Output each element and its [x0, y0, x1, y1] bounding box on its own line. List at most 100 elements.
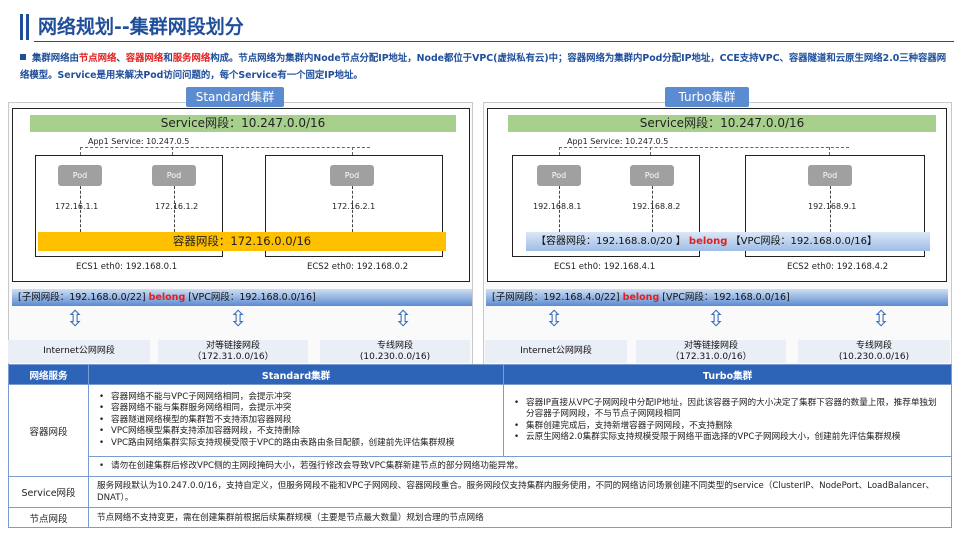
- standard-peering-range: （172.31.0.0/16）: [192, 352, 274, 362]
- standard-pod-1-stem: [80, 186, 81, 232]
- standard-service-link: [80, 147, 370, 148]
- standard-service-bar: Service网段：10.247.0.0/16: [30, 115, 456, 132]
- intro-container-network: 容器网络: [125, 53, 164, 64]
- standard-pod-3: Pod: [330, 165, 374, 186]
- turbo-pod-3: Pod: [808, 165, 852, 186]
- turbo-pod-2: Pod: [630, 165, 674, 186]
- standard-pod-2: Pod: [152, 165, 196, 186]
- list-item: 云原生网络2.0集群实际支持规模受限于网络平面选择的VPC子网网段大小，创建前先…: [514, 432, 943, 444]
- turbo-app-service-label: App1 Service: 10.247.0.5: [567, 137, 669, 146]
- up-down-arrow-icon: ⇳: [707, 307, 726, 332]
- standard-pod-1-ip: 172.16.1.1: [55, 202, 99, 211]
- row-label-service: Service网段: [8, 476, 89, 508]
- standard-dc-net: 专线网段(10.230.0.0/16): [320, 340, 470, 363]
- intro-text: 构成。节点网络为集群内Node节点分配IP地址，Node都位于VPC(虚拟私有云…: [20, 53, 947, 81]
- standard-subnet-range: [子网网段：192.168.0.0/22]: [18, 292, 146, 303]
- list-item: VPC路由网络集群实际支持规模受限于VPC的路由表路由条目配额，创建前先评估集群…: [99, 438, 495, 450]
- turbo-pod-3-stem: [830, 186, 831, 232]
- standard-internet-net: Internet公网网段: [8, 340, 150, 363]
- bullet-square-icon: [20, 54, 26, 60]
- page-title: 网络规划--集群网段划分: [38, 16, 244, 38]
- standard-cluster-label: Standard集群: [186, 87, 284, 107]
- list-item: 容器IP直接从VPC子网网段中分配IP地址，因此该容器子网的大小决定了集群下容器…: [514, 398, 943, 421]
- standard-peering-net: 对等链接网段（172.31.0.0/16）: [158, 340, 308, 363]
- turbo-ecs1-label: ECS1 eth0: 192.168.4.1: [554, 262, 656, 272]
- standard-pod-3-ip: 172.16.2.1: [332, 202, 376, 211]
- container-shared-cell: 请勿在创建集群后修改VPC侧的主网段掩码大小，若强行修改会导致VPC集群新建节点…: [88, 456, 952, 477]
- turbo-cluster-label: Turbo集群: [665, 87, 749, 107]
- intro-text: 和: [163, 53, 173, 64]
- turbo-internet-net: Internet公网网段: [485, 340, 627, 363]
- standard-belong-label: belong: [148, 292, 186, 303]
- table-header-cell: 网络服务: [8, 364, 89, 385]
- up-down-arrow-icon: ⇳: [394, 307, 413, 332]
- turbo-pod-1: Pod: [537, 165, 581, 186]
- turbo-peering-net: 对等链接网段（172.31.0.0/16）: [636, 340, 786, 363]
- turbo-dc-range: (10.230.0.0/16): [838, 352, 910, 362]
- turbo-container-range: 【容器网段：192.168.8.0/20 】: [536, 236, 686, 247]
- up-down-arrow-icon: ⇳: [872, 307, 891, 332]
- turbo-ecs2-label: ECS2 eth0: 192.168.4.2: [787, 262, 889, 272]
- container-turbo-cell: 容器IP直接从VPC子网网段中分配IP地址，因此该容器子网的大小决定了集群下容器…: [503, 384, 952, 457]
- intro-text: 集群网络由: [32, 53, 79, 64]
- intro-paragraph: 集群网络由节点网络、容器网络和服务网络构成。节点网络为集群内Node节点分配IP…: [20, 50, 950, 84]
- up-down-arrow-icon: ⇳: [66, 307, 85, 332]
- list-item: 集群创建完成后，支持新增容器子网网段，不支持删除: [514, 421, 943, 433]
- table-row: Service网段 服务网段默认为10.247.0.0/16，支持自定义，但服务…: [8, 476, 952, 508]
- standard-dc-label: 专线网段: [376, 341, 413, 351]
- intro-node-network: 节点网络: [78, 53, 117, 64]
- standard-peering-label: 对等链接网段: [205, 341, 260, 351]
- turbo-container-bar: 【容器网段：192.168.8.0/20 】 belong 【VPC网段：192…: [526, 232, 930, 251]
- up-down-arrow-icon: ⇳: [545, 307, 564, 332]
- turbo-belong-label: belong: [688, 236, 728, 247]
- list-item: 容器网络不能与VPC子网网络相同，会提示冲突: [99, 392, 495, 404]
- intro-text: 、: [116, 53, 126, 64]
- standard-pod-2-stem: [174, 186, 175, 232]
- table-row: 节点网段 节点网络不支持变更，需在创建集群前根据后续集群规模（主要是节点最大数量…: [8, 507, 952, 528]
- network-comparison-table: 网络服务 Standard集群 Turbo集群 容器网段 容器网络不能与VPC子…: [8, 364, 952, 528]
- standard-pod-3-stem: [352, 186, 353, 232]
- table-header-cell: Standard集群: [88, 364, 504, 385]
- list-item: 请勿在创建集群后修改VPC侧的主网段掩码大小，若强行修改会导致VPC集群新建节点…: [99, 461, 943, 473]
- turbo-peering-label: 对等链接网段: [683, 341, 738, 351]
- turbo-subnet-bar: [子网网段：192.168.4.0/22] belong [VPC网段：192.…: [486, 289, 948, 306]
- turbo-dc-label: 专线网段: [855, 341, 892, 351]
- standard-vpc-range: [VPC网段：192.168.0.0/16]: [188, 292, 316, 303]
- turbo-pod-2-stem: [652, 186, 653, 232]
- list-item: 容器网络不能与集群服务网络相同，会提示冲突: [99, 403, 495, 415]
- turbo-pod-1-stem: [559, 186, 560, 232]
- standard-pod-2-ip: 172.16.1.2: [155, 202, 199, 211]
- table-header-cell: Turbo集群: [503, 364, 952, 385]
- standard-dc-range: (10.230.0.0/16): [359, 352, 431, 362]
- turbo-service-link: [559, 147, 849, 148]
- node-cell: 节点网络不支持变更，需在创建集群前根据后续集群规模（主要是节点最大数量）规划合理…: [88, 507, 952, 528]
- turbo-pod-2-ip: 192.168.8.2: [632, 202, 681, 211]
- turbo-pod-3-ip: 192.168.9.1: [808, 202, 857, 211]
- up-down-arrow-icon: ⇳: [229, 307, 248, 332]
- standard-app-service-label: App1 Service: 10.247.0.5: [88, 137, 190, 146]
- turbo-peering-range: （172.31.0.0/16）: [670, 352, 752, 362]
- turbo-dc-net: 专线网段(10.230.0.0/16): [798, 340, 950, 363]
- list-item: 容器隧道网络模型的集群暂不支持添加容器网段: [99, 415, 495, 427]
- turbo-service-bar: Service网段：10.247.0.0/16: [508, 115, 936, 132]
- turbo-subnet-range: [子网网段：192.168.4.0/22]: [492, 292, 620, 303]
- table-row: 容器网段 容器网络不能与VPC子网网络相同，会提示冲突 容器网络不能与集群服务网…: [8, 384, 952, 477]
- standard-pod-1: Pod: [58, 165, 102, 186]
- standard-subnet-bar: [子网网段：192.168.0.0/22] belong [VPC网段：192.…: [12, 289, 472, 306]
- list-item: VPC网络模型集群支持添加容器网段，不支持删除: [99, 426, 495, 438]
- standard-container-bar: 容器网段：172.16.0.0/16: [38, 232, 446, 251]
- row-label-node: 节点网段: [8, 507, 89, 528]
- container-standard-cell: 容器网络不能与VPC子网网络相同，会提示冲突 容器网络不能与集群服务网络相同，会…: [88, 384, 504, 457]
- turbo-belong-label: belong: [622, 292, 660, 303]
- turbo-container-vpc-range: 【VPC网段：192.168.0.0/16】: [730, 236, 877, 247]
- standard-ecs1-label: ECS1 eth0: 192.168.0.1: [76, 262, 178, 272]
- row-label-container: 容器网段: [8, 384, 89, 477]
- turbo-vpc-range: [VPC网段：192.168.0.0/16]: [662, 292, 790, 303]
- table-row: 请勿在创建集群后修改VPC侧的主网段掩码大小，若强行修改会导致VPC集群新建节点…: [9, 456, 952, 477]
- standard-ecs2-label: ECS2 eth0: 192.168.0.2: [307, 262, 409, 272]
- table-header-row: 网络服务 Standard集群 Turbo集群: [8, 364, 952, 385]
- turbo-pod-1-ip: 192.168.8.1: [533, 202, 582, 211]
- intro-service-network: 服务网络: [172, 53, 211, 64]
- service-cell: 服务网段默认为10.247.0.0/16，支持自定义，但服务网段不能和VPC子网…: [88, 476, 952, 508]
- title-divider: [34, 41, 954, 42]
